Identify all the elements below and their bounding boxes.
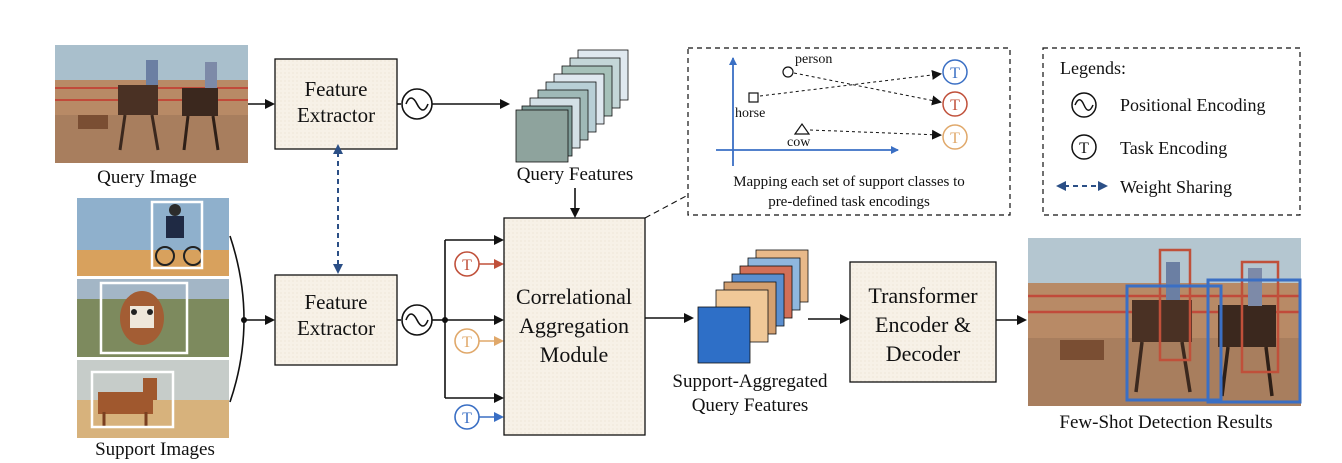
query-features-stack [515,49,629,163]
feature-extractor-top-line1: Feature [305,77,368,101]
transformer-encoder-decoder [849,261,997,383]
person-marker [782,66,794,78]
query-image [55,45,248,163]
svg-text:T: T [462,334,472,351]
mapping-caption-line2: pre-defined task encodings [768,194,930,210]
support-aggregated-line1: Support-Aggregated [672,371,828,392]
class-label-cow: cow [787,135,811,150]
cow-marker [793,122,811,135]
query-image-caption: Query Image [97,167,197,188]
task-encoding-orange: T [454,328,480,354]
svg-text:T: T [950,130,960,147]
transformer-line2: Encoder & [875,312,971,337]
feature-extractor-bottom [274,274,398,366]
cam-line3: Module [540,342,608,367]
feature-extractor-top [274,58,398,150]
mapping-task-red: T [942,91,968,117]
feature-extractor-top-line2: Extractor [297,103,375,127]
legend-positional-icon [1071,92,1097,118]
support-image-horse [77,360,229,438]
legend-weight-sharing-label: Weight Sharing [1120,177,1232,197]
svg-text:T: T [950,97,960,114]
legend-task-icon: T [1071,134,1097,160]
horse-marker [748,92,759,103]
cam-line1: Correlational [516,284,632,309]
svg-text:T: T [950,65,960,82]
query-features-caption: Query Features [517,164,634,185]
mapping-task-blue: T [942,59,968,85]
mapping-caption-line1: Mapping each set of support classes to [733,174,965,190]
cam-line2: Aggregation [519,313,629,338]
positional-encoding-icon-top [401,88,433,120]
transformer-line3: Decoder [886,341,961,366]
results-caption: Few-Shot Detection Results [1059,412,1272,433]
legend-task-label: Task Encoding [1120,138,1227,158]
support-image-cow [77,279,229,357]
feature-extractor-bottom-line1: Feature [305,290,368,314]
class-label-horse: horse [735,106,765,121]
support-aggregated-line2: Query Features [692,395,809,416]
detection-results-image [1028,238,1302,406]
positional-encoding-icon-bottom [401,304,433,336]
support-image-person [77,198,229,276]
svg-text:T: T [462,410,472,427]
feature-extractor-bottom-line2: Extractor [297,316,375,340]
mapping-task-orange: T [942,124,968,150]
legend-title: Legends: [1060,58,1126,78]
svg-text:T: T [1079,140,1089,157]
zoom-line-lower [644,194,689,219]
legend-positional-label: Positional Encoding [1120,95,1266,115]
transformer-line1: Transformer [868,283,978,308]
task-encoding-red: T [454,251,480,277]
support-images-caption: Support Images [95,439,215,460]
support-aggregated-stack [697,249,809,364]
svg-text:T: T [462,257,472,274]
class-label-person: person [795,52,832,67]
correlational-aggregation-module [503,217,646,436]
task-encoding-blue: T [454,404,480,430]
